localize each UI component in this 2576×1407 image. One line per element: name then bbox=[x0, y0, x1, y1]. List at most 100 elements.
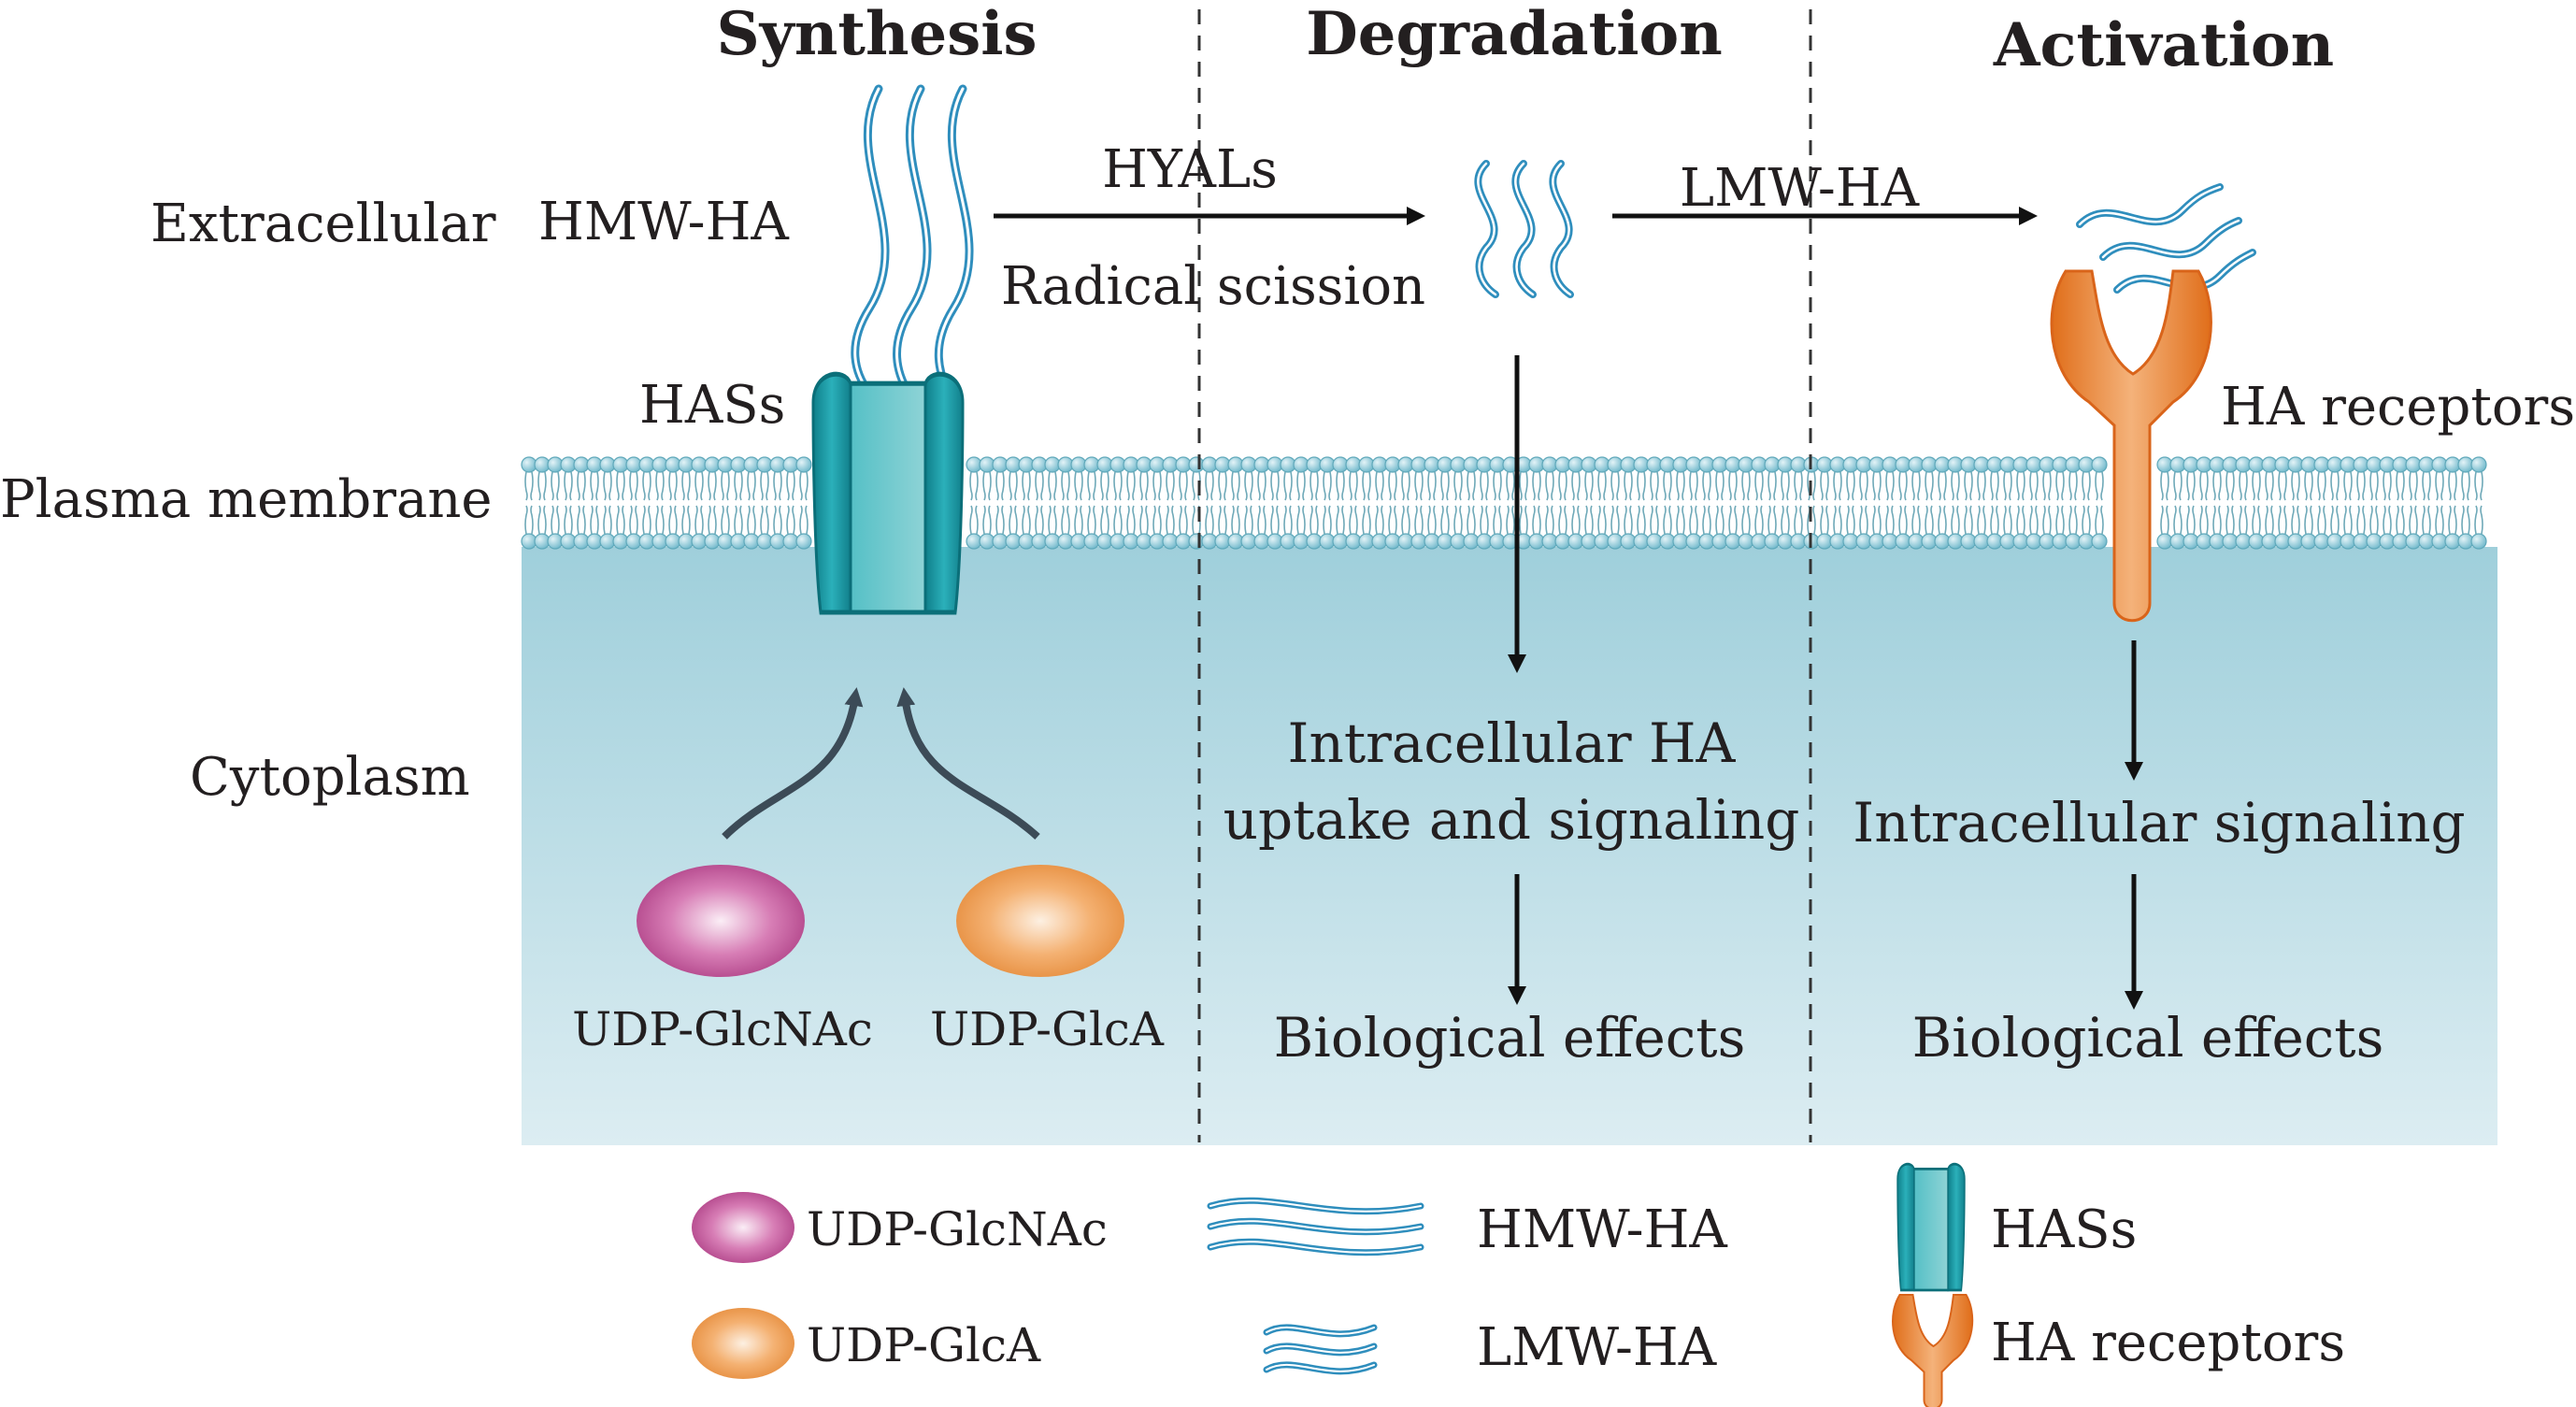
lipid-tail bbox=[1100, 505, 1104, 535]
lipid-tail bbox=[1956, 505, 1960, 535]
lipid-tail bbox=[2310, 505, 2313, 535]
lipid-tail bbox=[1014, 505, 1018, 535]
lipid-tail bbox=[2257, 505, 2261, 535]
cytoplasm-region bbox=[522, 547, 2497, 1145]
lipid-tail bbox=[608, 505, 612, 535]
lipid-tail bbox=[2244, 471, 2248, 501]
lipid-tail bbox=[530, 505, 534, 535]
lipid-tail bbox=[1682, 471, 1685, 501]
lipid-tail bbox=[2082, 505, 2085, 535]
lipid-tail bbox=[1381, 505, 1384, 535]
lipid-tail bbox=[1394, 471, 1397, 501]
lipid-tail bbox=[1825, 471, 1829, 501]
lipid-tail bbox=[1276, 505, 1280, 535]
lipid-tail bbox=[1977, 505, 1981, 535]
lipid-tail bbox=[1715, 505, 1719, 535]
lipid-tail bbox=[988, 505, 992, 535]
lipid-tail bbox=[603, 471, 607, 501]
lipid-tail bbox=[524, 505, 528, 535]
legend: UDP-GlcNAc UDP-GlcA HMW-HA LMW-HA HASs bbox=[692, 1162, 2345, 1407]
lipid-tail bbox=[1467, 505, 1470, 535]
lipid-head bbox=[2091, 533, 2108, 550]
lipid-tail bbox=[2480, 505, 2483, 535]
lipid-tail bbox=[2257, 471, 2261, 501]
lipid-tail bbox=[1760, 505, 1764, 535]
lipid-tail bbox=[1433, 471, 1437, 501]
lipid-tail bbox=[1192, 471, 1195, 501]
lipid-tail bbox=[2356, 505, 2360, 535]
legend-udp-glcnac-icon bbox=[692, 1192, 794, 1263]
lipid-tail bbox=[1427, 505, 1431, 535]
lipid-tail bbox=[1472, 505, 1476, 535]
lipid-tail bbox=[1257, 471, 1261, 501]
lipid-tail bbox=[564, 505, 567, 535]
lipid-tail bbox=[1420, 505, 1424, 535]
lipid-tail bbox=[687, 471, 691, 501]
lipid-tail bbox=[2383, 471, 2386, 501]
activation-header: Activation bbox=[1993, 10, 2334, 80]
lipid-tail bbox=[734, 505, 737, 535]
lipid-tail bbox=[779, 505, 782, 535]
lipid-tail bbox=[1577, 471, 1581, 501]
lipid-tail bbox=[700, 505, 704, 535]
lipid-tail bbox=[1865, 471, 1868, 501]
lipid-tail bbox=[773, 505, 777, 535]
lipid-tail bbox=[779, 471, 782, 501]
lipid-tail bbox=[524, 471, 528, 501]
lipid-tail bbox=[1323, 471, 1326, 501]
lipid-tail bbox=[1381, 471, 1384, 501]
lipid-tail bbox=[2199, 471, 2203, 501]
lipid-tail bbox=[2265, 505, 2268, 535]
lipid-tail bbox=[1663, 471, 1667, 501]
lipid-tail bbox=[752, 505, 756, 535]
lipid-tail bbox=[969, 471, 973, 501]
lipid-tail bbox=[2218, 471, 2222, 501]
lipid-tail bbox=[2427, 471, 2431, 501]
lipid-tail bbox=[1296, 471, 1300, 501]
lipid-tail bbox=[1009, 505, 1012, 535]
lipid-tail bbox=[2087, 471, 2091, 501]
lipid-tail bbox=[1362, 505, 1366, 535]
lipid-tail bbox=[726, 471, 730, 501]
lipid-tail bbox=[2061, 505, 2065, 535]
lipid-tail bbox=[1401, 505, 1405, 535]
lipid-tail bbox=[1027, 505, 1031, 535]
lipid-tail bbox=[1891, 471, 1895, 501]
lipid-tail bbox=[1493, 471, 1496, 501]
lipid-tail bbox=[1872, 505, 1876, 535]
lipid-tail bbox=[1969, 505, 1973, 535]
lipid-tail bbox=[2461, 505, 2465, 535]
lipid-tail bbox=[1859, 471, 1863, 501]
lipid-tail bbox=[2265, 471, 2268, 501]
lipid-tail bbox=[1898, 505, 1902, 535]
lipid-tail bbox=[1885, 471, 1889, 501]
lipid-tail bbox=[2003, 471, 2007, 501]
lipid-tail bbox=[1349, 505, 1352, 535]
lipid-tail bbox=[982, 505, 986, 535]
lipid-tail bbox=[1401, 471, 1405, 501]
lipid-tail bbox=[2330, 471, 2334, 501]
lipid-tail bbox=[1760, 471, 1764, 501]
lipid-tail bbox=[2100, 505, 2104, 535]
lipid-tail bbox=[760, 505, 764, 535]
lipid-tail bbox=[1289, 505, 1293, 535]
lipid-tail bbox=[1943, 471, 1947, 501]
lipid-tail bbox=[1296, 505, 1300, 535]
lipid-tail bbox=[2409, 471, 2412, 501]
lipid-tail bbox=[1001, 471, 1005, 501]
lipid-tail bbox=[1132, 471, 1136, 501]
lipid-tail bbox=[2375, 471, 2379, 501]
lipid-tail bbox=[1289, 471, 1293, 501]
lipid-tail bbox=[1741, 505, 1745, 535]
lipid-tail bbox=[1532, 505, 1536, 535]
lipid-tail bbox=[1891, 505, 1895, 535]
lipid-tail bbox=[1655, 505, 1659, 535]
legend-hass-icon bbox=[1896, 1162, 1967, 1292]
lipid-tail bbox=[1558, 505, 1562, 535]
lipid-tail bbox=[1668, 471, 1672, 501]
lipid-tail bbox=[648, 471, 651, 501]
lipid-head bbox=[2470, 533, 2487, 550]
lipid-tail bbox=[1898, 471, 1902, 501]
lipid-tail bbox=[2252, 505, 2255, 535]
lipid-tail bbox=[629, 471, 633, 501]
